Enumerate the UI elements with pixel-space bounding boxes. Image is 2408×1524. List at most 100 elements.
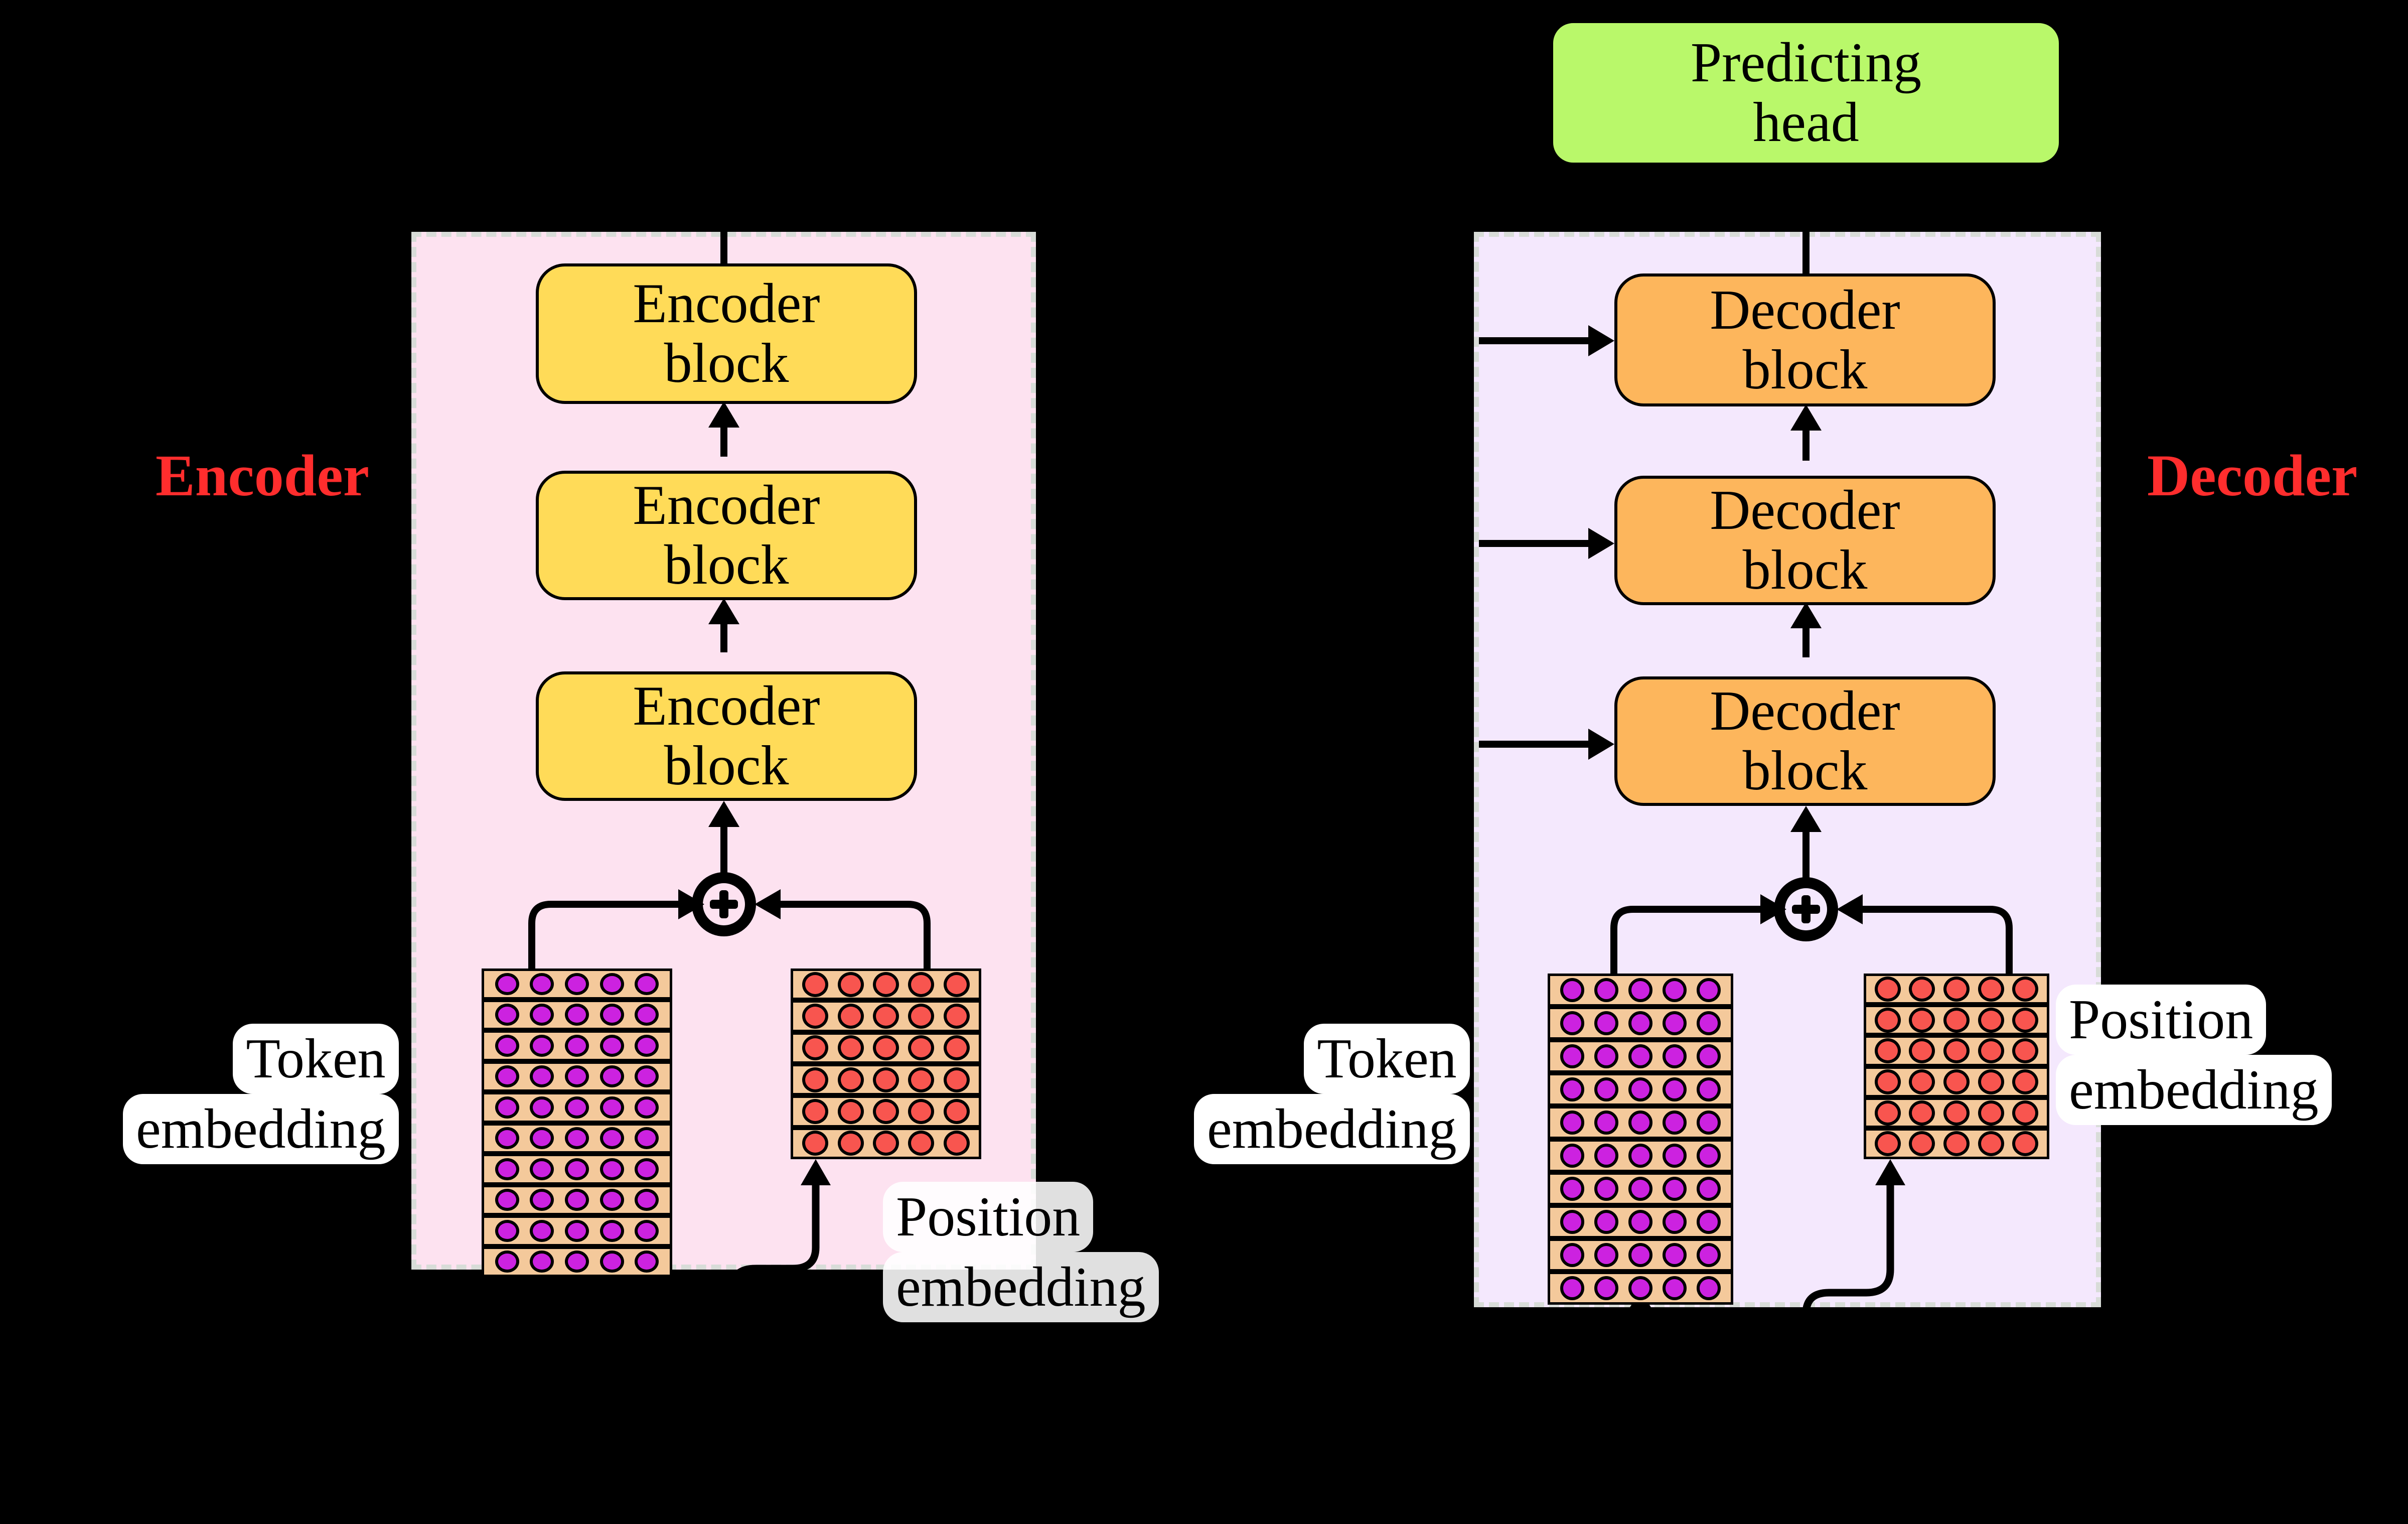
embedding-cell — [1560, 1044, 1584, 1068]
embedding-cell — [1909, 1131, 1935, 1157]
embedding-cell — [495, 1065, 519, 1088]
embedding-cell — [1628, 1044, 1652, 1068]
embedding-cell — [1560, 1144, 1584, 1168]
embedding-cell — [564, 1219, 589, 1242]
encoder-token-embedding-matrix — [482, 968, 672, 1277]
embedding-cell — [564, 1251, 589, 1273]
embedding-cell — [908, 1035, 935, 1061]
embedding-row — [1548, 1073, 1733, 1106]
embedding-row — [791, 1000, 981, 1032]
embedding-cell — [530, 1158, 554, 1180]
embedding-cell — [564, 1034, 589, 1057]
embedding-cell — [1697, 1177, 1721, 1201]
embedding-row — [791, 1095, 981, 1128]
embedding-cell — [1663, 1077, 1687, 1101]
embedding-cell — [1663, 1111, 1687, 1135]
embedding-cell — [1697, 1111, 1721, 1135]
embedding-row — [791, 1127, 981, 1159]
encoder-token-embedding-label-line2: embedding — [123, 1094, 399, 1164]
embedding-cell — [635, 1158, 659, 1180]
embedding-row — [482, 999, 672, 1030]
cross-attn-line-2 — [1479, 540, 1599, 547]
embedding-cell — [908, 1098, 935, 1124]
embedding-row — [1548, 1272, 1733, 1305]
embedding-cell — [635, 1096, 659, 1119]
embedding-row — [1864, 974, 2049, 1005]
embedding-cell — [1697, 1044, 1721, 1068]
embedding-cell — [564, 1127, 589, 1150]
embedding-cell — [530, 1004, 554, 1026]
embedding-row — [482, 968, 672, 1000]
embedding-cell — [1594, 1276, 1618, 1300]
embedding-cell — [1560, 1243, 1584, 1267]
embedding-cell — [1560, 1210, 1584, 1234]
encoder-block-1-line1: Encoder — [633, 675, 820, 738]
embedding-cell — [530, 1219, 554, 1242]
decoder-arrow-head-1-2 — [1790, 602, 1822, 628]
decoder-token-embedding-label-line1: Token — [1304, 1024, 1470, 1094]
embedding-cell — [1874, 976, 1901, 1002]
decoder-block-1[interactable]: Decoder block — [1614, 676, 1996, 806]
embedding-cell — [495, 1219, 519, 1242]
encoder-sum-to-block-line — [720, 818, 727, 873]
embedding-cell — [872, 1131, 899, 1156]
embedding-cell — [872, 1098, 899, 1124]
embedding-cell — [530, 973, 554, 995]
encoder-block-2[interactable]: Encoder block — [536, 471, 917, 600]
decoder-sum-to-block-arrowhead — [1790, 806, 1822, 832]
encoder-block-3[interactable]: Encoder block — [536, 263, 917, 404]
embedding-cell — [530, 1034, 554, 1057]
embedding-cell — [1560, 1077, 1584, 1101]
decoder-block-3-line2: block — [1742, 338, 1868, 401]
embedding-cell — [1909, 1007, 1935, 1033]
embedding-cell — [495, 1158, 519, 1180]
embedding-row — [1548, 1172, 1733, 1205]
embedding-cell — [908, 972, 935, 997]
embedding-cell — [802, 1035, 829, 1061]
decoder-sum-to-block-line — [1802, 823, 1810, 878]
embedding-row — [1548, 1040, 1733, 1073]
encoder-position-embedding-label: Position embedding — [883, 1182, 1159, 1322]
encoder-position-embedding-matrix — [791, 968, 981, 1159]
embedding-cell — [1978, 976, 2004, 1002]
embedding-cell — [599, 1251, 624, 1273]
embedding-cell — [1628, 1144, 1652, 1168]
embedding-row — [482, 1030, 672, 1061]
decoder-block-2-line2: block — [1742, 539, 1868, 601]
decoder-arrow-line-2-3 — [1802, 421, 1810, 461]
embedding-cell — [1628, 1276, 1652, 1300]
embedding-row — [1548, 1007, 1733, 1040]
embedding-cell — [1594, 1243, 1618, 1267]
embedding-cell — [943, 1035, 970, 1061]
predicting-head-box[interactable]: Predicting head — [1550, 20, 2062, 166]
embedding-cell — [1594, 1111, 1618, 1135]
embedding-cell — [1978, 1038, 2004, 1064]
embedding-cell — [1978, 1100, 2004, 1126]
embedding-cell — [1560, 1177, 1584, 1201]
embedding-cell — [1663, 1177, 1687, 1201]
embedding-cell — [564, 1158, 589, 1180]
embedding-cell — [1909, 1038, 1935, 1064]
cross-attn-line-1 — [1479, 741, 1599, 748]
embedding-cell — [530, 1096, 554, 1119]
embedding-cell — [1874, 1131, 1901, 1157]
embedding-cell — [1697, 1077, 1721, 1101]
embedding-cell — [837, 1131, 864, 1156]
encoder-block-1[interactable]: Encoder block — [536, 671, 917, 801]
embedding-cell — [872, 1067, 899, 1092]
embedding-cell — [908, 1003, 935, 1029]
decoder-block-3[interactable]: Decoder block — [1614, 273, 1996, 406]
decoder-block-2-line1: Decoder — [1710, 479, 1900, 542]
embedding-cell — [802, 1098, 829, 1124]
embedding-cell — [1663, 1276, 1687, 1300]
embedding-cell — [943, 1098, 970, 1124]
encoder-position-embedding-label-line1: Position — [883, 1182, 1094, 1252]
embedding-cell — [530, 1189, 554, 1211]
decoder-block-2[interactable]: Decoder block — [1614, 476, 1996, 605]
embedding-cell — [564, 1096, 589, 1119]
embedding-cell — [495, 1189, 519, 1211]
embedding-cell — [1663, 1011, 1687, 1035]
encoder-position-embedding-connector — [728, 1159, 831, 1324]
embedding-cell — [1663, 1210, 1687, 1234]
encoder-add-icon — [692, 872, 756, 936]
